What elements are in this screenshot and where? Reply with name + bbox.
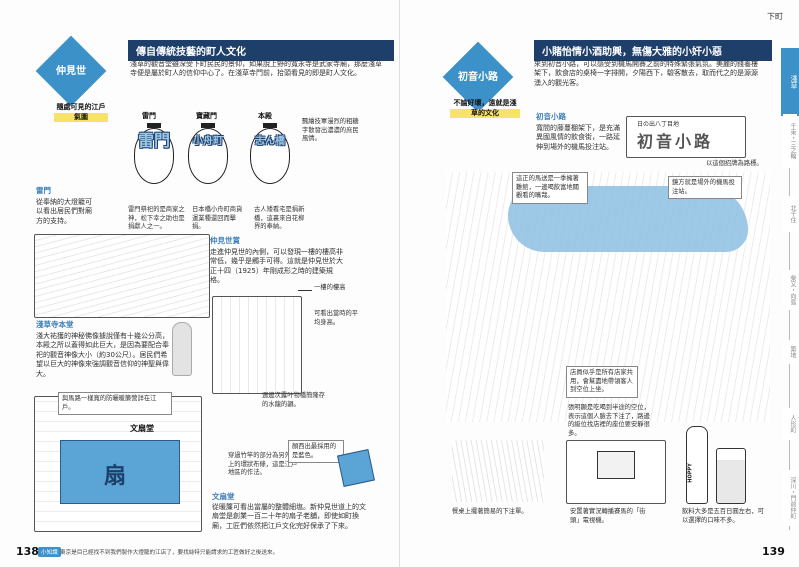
section-title: 傳自傳統技藝的町人文化	[128, 40, 394, 61]
label-seats: 店員似乎是所有店家共用，會幫盡地帶領客人到空位上坐。	[570, 369, 633, 393]
page-gutter	[399, 0, 400, 567]
sign-small-text: 日の出八丁目地	[637, 121, 680, 128]
label-floor-height: 一樓的樓高	[314, 284, 346, 291]
tv-icon	[597, 451, 635, 479]
side-nav-item: 築地	[783, 340, 797, 364]
badge-subtitle: 隨處可見的江戶氣圍	[54, 102, 108, 122]
noren-fabric-swatch	[337, 449, 375, 487]
label-average-height: 可看出當時的平均身高。	[314, 310, 359, 326]
nakamise-text: 走進仲見世的內側，可以發現一樓的樓高非常低，幾乎是觸手可得。這就是仲見世於大正十…	[210, 248, 343, 285]
intro-text: 來到初音小路，可以感受到機馬開賽之前的特殊緊張氣氛。美麗的錢養樓架下，飲食店的桌…	[534, 60, 758, 87]
lantern-honden: 志ん橋	[250, 123, 290, 184]
street-tv-illustration	[566, 440, 666, 504]
hatsune-title: 初音小路	[536, 112, 566, 121]
footer-note: 東京是目已經找不到我們製作大燈籠的江店了，要找絲特只能請求的工匠做好之後送來。	[60, 550, 279, 556]
betting-slips-illustration	[452, 440, 544, 502]
kaminarimon-title: 雷門	[36, 186, 51, 195]
lantern-label-honden: 本殿	[258, 112, 272, 120]
lantern-label-kaminarimon: 雷門	[142, 112, 156, 120]
badge-label: 初音小路	[458, 72, 498, 83]
label-vines: 這正的馬送是一季擁著難館，一邊喝飲富地關觀看的嘴哉。	[516, 175, 579, 199]
lantern-kaminarimon: 雷門	[134, 123, 174, 184]
side-nav-item: 深川・門前仲町	[783, 470, 797, 526]
label-betting-station: 鏡方就是場外的機馬投注站。	[672, 179, 735, 195]
side-nav-item: 北千住	[783, 196, 797, 232]
badge-label: 仲見世	[56, 66, 86, 77]
noren-curtain	[60, 440, 180, 504]
label-color: 顏西出最採用的是藍色。	[292, 443, 337, 459]
page-number-left: 138	[16, 545, 39, 558]
shrine-title: 淺草寺本堂	[36, 320, 74, 329]
temple-illustration	[34, 234, 210, 318]
label-noren: 與馬路一樣寬的防曬暖簾營詳在江戶。	[62, 395, 157, 411]
lantern-caption-kaminarimon: 雷門祭祀的是商家之神，松下幸之助也是捐獻人之一。	[128, 206, 185, 230]
nakamise-title: 仲見世賞	[210, 236, 240, 245]
page-number-right: 139	[762, 545, 785, 558]
left-page: 仲見世 隨處可見的江戶氣圍 傳自傳統技藝的町人文化 淺草的觀音堂雖深受下町民民的…	[0, 0, 399, 567]
side-nav-item: 千束・三之輪	[783, 114, 797, 168]
location-badge-hatsune: 初音小路	[442, 41, 514, 113]
side-nav-active: 淺草	[781, 48, 799, 116]
bottle-label: HOPPY	[687, 463, 694, 483]
badge-subtitle: 不論好壞，遠就是淺草的文化	[450, 98, 520, 118]
label-betting-slips: 餐桌上擺著簡易的下注單。	[452, 508, 528, 515]
hatsune-text: 寬間的藤蔓棚架下，是充滿異國風情的飲食街，一路延伸到場外的機馬投注站。	[536, 124, 620, 151]
footer-tag: 小知識	[38, 547, 61, 557]
shrine-text: 淺大祐獲的神秘佛像據說僅有十幾公分高，本殿之所以蓋得如此巨大，是因為要配合奉祀的…	[36, 332, 169, 378]
label-street-tv: 安置著實況轉播賽馬的「街頭」電視機。	[570, 508, 646, 524]
noren-glyph: 扇	[104, 464, 127, 489]
label-sign-landmark: 以這個招牌為路標。	[706, 160, 763, 167]
lantern-label-hozomon: 寶藏門	[196, 112, 217, 120]
section-title: 小賭怡情小酒助興，無傷大雅的小奸小惡	[534, 40, 772, 61]
lantern-caption-hozomon: 日本橋小舟町商貨運業種還回而擊捐。	[192, 206, 243, 230]
location-badge-nakamise: 仲見世	[35, 35, 107, 107]
intro-text: 淺草的觀音堂雖深受下町民民的景仰，如果說上野的寬永寺是武家寺廟，那麼淺草寺便是屬…	[130, 60, 382, 78]
label-faucet: 週邊次露叶物橋簡隆存的水龍的韻。	[262, 392, 325, 408]
bunsendo-title: 文扇堂	[212, 492, 235, 501]
label-empty-seat: 張明顯是吃喝到半途的空位，表示這個人臉去下注了，路邊的級位找店裡的座位要安靜很多…	[568, 404, 650, 437]
lantern-hozomon: 小舟町	[188, 123, 228, 184]
hatsune-sign: 日の出八丁目地 初音小路	[626, 116, 746, 158]
bottle-icon	[686, 426, 708, 504]
lantern-note: 飄繪技軍漫烈的粗糖字散發出濃濃的庶民風情。	[302, 118, 359, 142]
shop-sign: 文扇堂	[130, 424, 154, 433]
sign-glyph: 初音小路	[637, 132, 714, 151]
side-nav-item: 柴又・向島	[783, 270, 797, 310]
bunsendo-text: 從暖簾可看出當屬的整體細塩。新仲見世道上的文扇堂是創業一百二十年的扇子老舖，即使…	[212, 503, 366, 530]
side-nav-item: 人形町	[783, 408, 797, 440]
chapter-tab: 下町	[767, 12, 783, 21]
kaminarimon-text: 從奉納的大燈籠可以看出居民們對廟方的支持。	[36, 198, 92, 225]
label-drinks: 飲料大多是五百日圓左右，可以選擇的口味不多。	[682, 508, 764, 524]
nakamise-shop-illustration	[212, 296, 302, 394]
lantern-caption-honden: 古人矮看宅是捐新橋，這裏來自花柳界的奉納。	[254, 206, 305, 230]
beer-mug-icon	[716, 448, 746, 504]
buddha-statue-icon	[172, 322, 192, 376]
right-page: 初音小路 不論好壞，遠就是淺草的文化 小賭怡情小酒助興，無傷大雅的小奸小惡 來到…	[400, 0, 799, 567]
label-bamboo: 穿過竹竿的部分為另外縫上的環狀布條，這是江戶地區的作法。	[228, 452, 298, 476]
